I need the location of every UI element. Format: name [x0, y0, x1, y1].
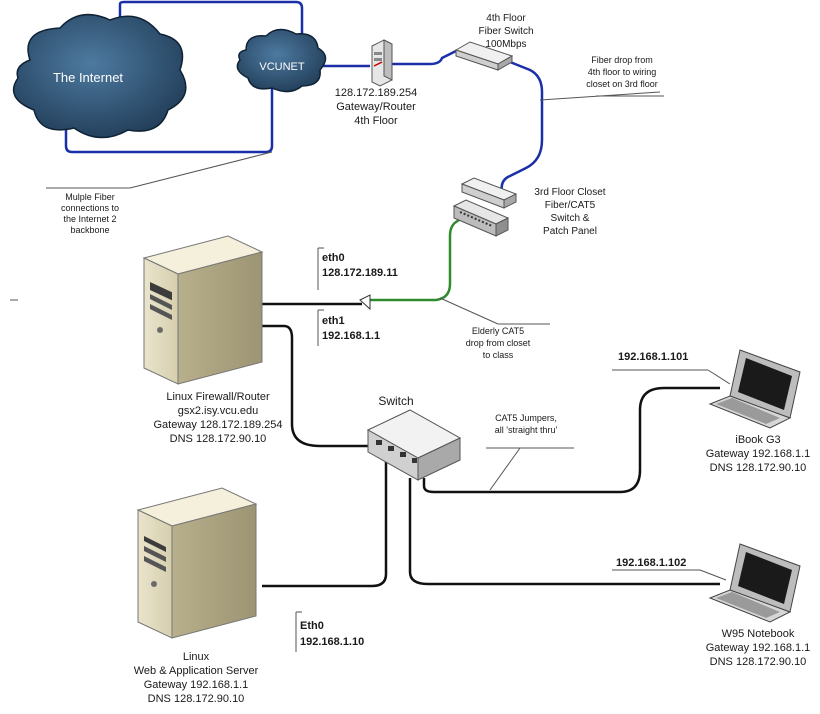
callout-leaders — [10, 91, 731, 652]
fiber-internet-vcunet-top — [118, 0, 304, 40]
svg-text:eth1: eth1 — [322, 315, 345, 327]
svg-text:Switch &: Switch & — [551, 213, 590, 224]
floor3-closet-device — [452, 177, 518, 237]
svg-text:closet on 3rd floor: closet on 3rd floor — [586, 79, 658, 89]
svg-text:Web & Application Server: Web & Application Server — [134, 665, 259, 677]
svg-text:DNS 128.172.90.10: DNS 128.172.90.10 — [710, 656, 807, 668]
w95-ip-label: 192.168.1.102 — [616, 557, 686, 569]
svg-text:Gateway 192.168.1.1: Gateway 192.168.1.1 — [706, 448, 811, 460]
svg-text:to class: to class — [483, 350, 514, 360]
svg-text:connections to: connections to — [61, 203, 119, 213]
svg-text:iBook G3: iBook G3 — [735, 434, 780, 446]
svg-text:128.172.189.254: 128.172.189.254 — [335, 87, 418, 99]
svg-text:4th Floor: 4th Floor — [354, 115, 398, 127]
eth0-interface-label: eth0 128.172.189.11 — [322, 252, 398, 279]
svg-text:4th floor to wiring: 4th floor to wiring — [588, 67, 657, 77]
vcunet-label: VCUNET — [259, 61, 305, 73]
w95-laptop-device — [708, 543, 801, 623]
w95-label: W95 Notebook Gateway 192.168.1.1 DNS 128… — [706, 628, 811, 668]
svg-text:100Mbps: 100Mbps — [485, 39, 526, 50]
svg-text:CAT5 Jumpers,: CAT5 Jumpers, — [495, 413, 557, 423]
svg-text:Gateway/Router: Gateway/Router — [336, 101, 416, 113]
internet-cloud: The Internet — [12, 13, 187, 139]
eth1-line — [262, 324, 372, 448]
svg-text:Linux Firewall/Router: Linux Firewall/Router — [166, 391, 270, 403]
svg-text:Linux: Linux — [183, 651, 210, 663]
svg-text:backbone: backbone — [70, 225, 109, 235]
svg-text:DNS 128.172.90.10: DNS 128.172.90.10 — [710, 462, 807, 474]
svg-text:4th Floor: 4th Floor — [486, 13, 526, 24]
fiber-drop-callout: Fiber drop from 4th floor to wiring clos… — [586, 55, 658, 89]
floor4-switch-device — [454, 41, 514, 71]
multiple-fiber-callout: Mulple Fiber connections to the Internet… — [61, 192, 119, 235]
cat5-drop-callout: Elderly CAT5 drop from closet to class — [466, 326, 531, 360]
svg-text:Fiber/CAT5: Fiber/CAT5 — [545, 200, 596, 211]
cat5-green-drop — [370, 216, 463, 302]
ibook-laptop-device — [708, 349, 801, 429]
svg-text:drop from closet: drop from closet — [466, 338, 531, 348]
fiber-drop-4-to-3 — [500, 58, 544, 193]
svg-text:all 'straight thru': all 'straight thru' — [495, 425, 558, 435]
web-server-device — [136, 487, 258, 639]
svg-text:Gateway 192.168.1.1: Gateway 192.168.1.1 — [144, 679, 249, 691]
ibook-label: iBook G3 Gateway 192.168.1.1 DNS 128.172… — [706, 434, 811, 474]
floor3-closet-label: 3rd Floor Closet Fiber/CAT5 Switch & Pat… — [534, 187, 605, 237]
internet-label: The Internet — [53, 70, 123, 85]
gateway-router-device — [371, 39, 393, 87]
svg-text:Eth0: Eth0 — [300, 620, 324, 632]
svg-text:192.168.1.10: 192.168.1.10 — [300, 636, 364, 648]
svg-text:Gateway 192.168.1.1: Gateway 192.168.1.1 — [706, 642, 811, 654]
web-eth0-interface-label: Eth0 192.168.1.10 — [300, 620, 364, 648]
fiber-vcunet-loop-bottom — [64, 80, 274, 154]
svg-text:Elderly CAT5: Elderly CAT5 — [472, 326, 524, 336]
svg-text:the Internet 2: the Internet 2 — [63, 214, 116, 224]
web-server-label: Linux Web & Application Server Gateway 1… — [134, 651, 259, 705]
svg-text:3rd Floor Closet: 3rd Floor Closet — [534, 187, 605, 198]
switch-webserver-line — [262, 452, 388, 588]
svg-text:DNS 128.172.90.10: DNS 128.172.90.10 — [170, 433, 267, 445]
cable-connector — [359, 294, 371, 311]
svg-text:192.168.1.1: 192.168.1.1 — [322, 330, 380, 342]
ibook-ip-label: 192.168.1.101 — [618, 351, 688, 363]
switch-label: Switch — [378, 394, 413, 408]
cat5-jumpers-callout: CAT5 Jumpers, all 'straight thru' — [495, 413, 558, 435]
svg-text:W95 Notebook: W95 Notebook — [722, 628, 795, 640]
vcunet-cloud: VCUNET — [236, 28, 327, 93]
gateway-router-label: 128.172.189.254 Gateway/Router 4th Floor — [335, 87, 418, 127]
switch-ibook-line — [422, 386, 720, 494]
svg-text:Mulple Fiber: Mulple Fiber — [65, 192, 115, 202]
svg-text:Patch Panel: Patch Panel — [543, 226, 597, 237]
svg-text:Fiber Switch: Fiber Switch — [478, 26, 533, 37]
ethernet-cables — [262, 302, 720, 588]
fiber-cables — [64, 0, 544, 193]
eth1-interface-label: eth1 192.168.1.1 — [322, 315, 380, 342]
central-switch-device — [366, 409, 462, 481]
firewall-server-device — [142, 235, 264, 385]
floor4-switch-label: 4th Floor Fiber Switch 100Mbps — [478, 13, 533, 50]
svg-text:DNS 128.172.90.10: DNS 128.172.90.10 — [148, 693, 245, 705]
svg-text:eth0: eth0 — [322, 252, 345, 264]
svg-text:Gateway 128.172.189.254: Gateway 128.172.189.254 — [153, 419, 282, 431]
svg-text:gsx2.isy.vcu.edu: gsx2.isy.vcu.edu — [178, 405, 259, 417]
switch-w95-line — [408, 478, 720, 586]
svg-text:128.172.189.11: 128.172.189.11 — [322, 267, 398, 279]
svg-text:Fiber drop from: Fiber drop from — [591, 55, 653, 65]
fiber-router-switch4 — [392, 48, 459, 66]
firewall-label: Linux Firewall/Router gsx2.isy.vcu.edu G… — [153, 391, 282, 445]
